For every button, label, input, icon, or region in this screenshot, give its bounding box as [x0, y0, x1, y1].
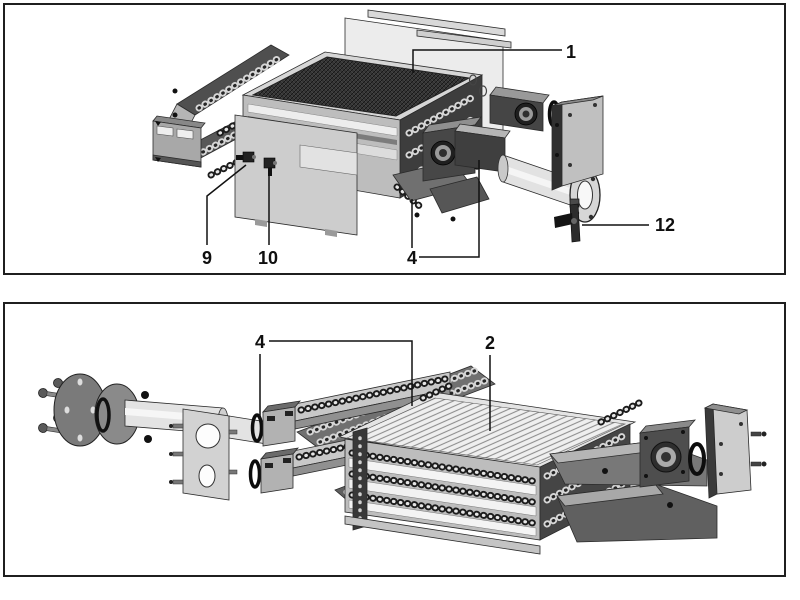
callout-2-label: 2 [485, 333, 495, 353]
front-access-plate [234, 114, 358, 237]
outlet-manifold-arms [549, 419, 718, 543]
part-12-sensor [554, 198, 581, 243]
part-10 [263, 157, 277, 176]
callout-1-leader [412, 49, 562, 73]
callout-4-label: 4 [255, 332, 265, 352]
top-diagram: 1 9 10 4 12 [152, 9, 675, 268]
o-ring [688, 442, 706, 476]
callout-4-top: 4 [407, 160, 480, 268]
mounting-bracket [551, 95, 604, 191]
callout-12-label: 12 [655, 215, 675, 235]
callout-9: 9 [202, 164, 247, 268]
bottom-diagram: 4 2 [38, 332, 767, 555]
callout-1-label: 1 [566, 42, 576, 62]
mounting-plate [169, 408, 238, 501]
callout-4-leader-b [269, 340, 413, 406]
inlet-flanges [53, 373, 152, 447]
callout-9-leader [206, 164, 247, 245]
callout-4-label: 4 [407, 248, 417, 268]
callout-4-bottom: 4 [255, 332, 413, 422]
part-9 [236, 151, 256, 163]
callout-1: 1 [412, 42, 576, 73]
end-cover [703, 403, 767, 499]
o-rings [248, 413, 264, 489]
callout-10: 10 [258, 169, 278, 268]
callout-2: 2 [485, 333, 495, 431]
callout-10-label: 10 [258, 248, 278, 268]
callout-4-leader-b [419, 160, 480, 258]
callout-9-label: 9 [202, 248, 212, 268]
panel-bottom-exploded-view: 4 2 [3, 302, 786, 577]
panel-top-exploded-view: 1 9 10 4 12 [3, 3, 786, 275]
gas-valve-assembly [392, 86, 561, 222]
callout-12: 12 [582, 215, 675, 235]
